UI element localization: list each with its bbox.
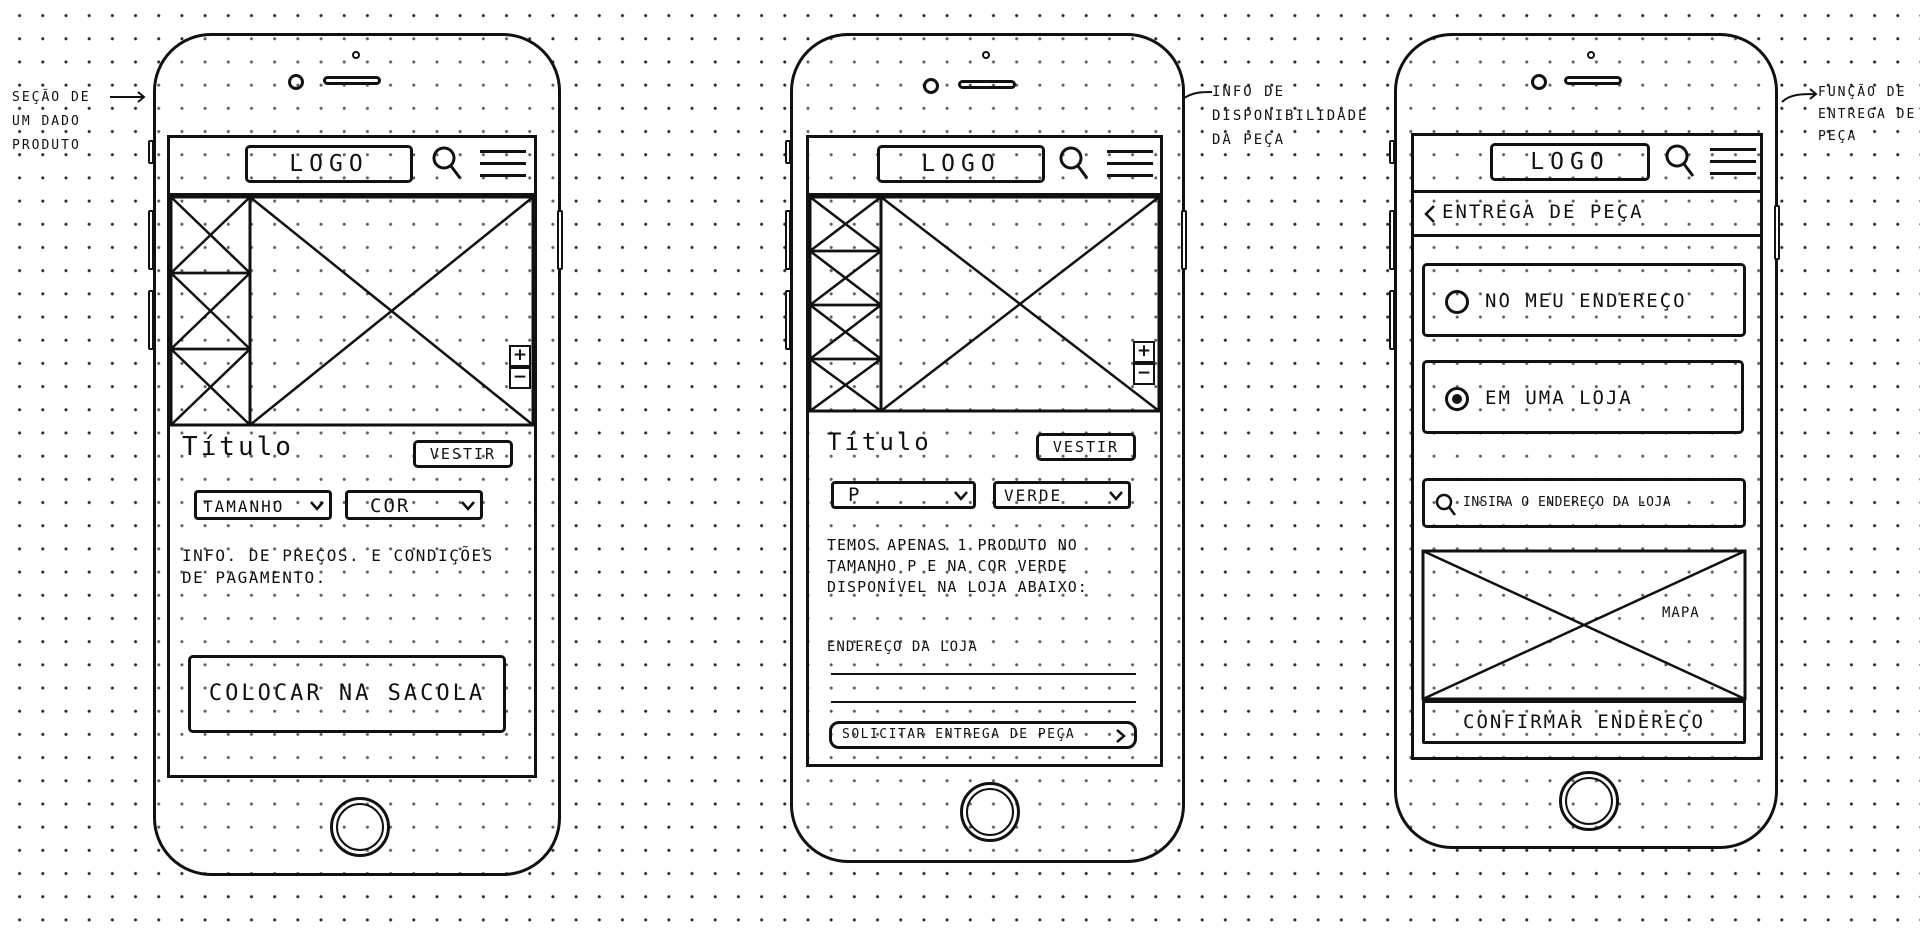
- screen-availability: LOGO + − Título Vestir P Verde Temos ape…: [806, 135, 1163, 767]
- availability-info: Temos apenas 1 produto no tamanho P e na…: [827, 536, 1088, 596]
- app-header: LOGO: [809, 138, 1160, 196]
- color-select[interactable]: Cor: [345, 490, 483, 520]
- color-select-value: Verde: [1004, 486, 1063, 505]
- price-payment-info: Info. de preços. e condições de pagament…: [182, 546, 494, 587]
- side-button: [785, 140, 791, 164]
- hamburger-menu-icon[interactable]: [480, 148, 526, 180]
- home-button[interactable]: [330, 797, 390, 857]
- logo: LOGO: [1490, 143, 1650, 181]
- product-title: Título: [827, 428, 932, 456]
- phone-frame-delivery: [1394, 33, 1778, 849]
- chevron-down-icon: [954, 491, 968, 501]
- request-delivery-label: Solicitar entrega de peça: [842, 727, 1076, 742]
- earpiece-speaker: [1564, 76, 1622, 85]
- store-address-search-input[interactable]: Insira o endereço da loja: [1422, 478, 1746, 528]
- chevron-down-icon: [461, 501, 475, 511]
- page-title: Entrega de peça: [1442, 201, 1644, 223]
- zoom-out-button[interactable]: −: [1133, 363, 1155, 385]
- color-select[interactable]: Verde: [993, 481, 1131, 509]
- hamburger-menu-icon[interactable]: [1107, 148, 1153, 180]
- power-button: [557, 210, 563, 270]
- front-sensor: [1587, 51, 1595, 59]
- power-button: [1181, 210, 1187, 270]
- earpiece-speaker: [958, 80, 1016, 89]
- try-on-button[interactable]: Vestir: [413, 440, 513, 468]
- volume-up-button: [148, 210, 154, 270]
- chevron-right-icon: [1116, 729, 1126, 743]
- option-store-label: Em uma loja: [1485, 387, 1633, 409]
- zoom-in-button[interactable]: +: [509, 345, 531, 367]
- size-select[interactable]: P: [831, 481, 976, 509]
- map-label: Mapa: [1662, 605, 1700, 621]
- annotation-arrow-right: [1781, 88, 1818, 103]
- option-my-address-label: No meu endereço: [1485, 290, 1687, 312]
- confirm-address-button[interactable]: Confirmar endereço: [1422, 700, 1746, 744]
- search-icon[interactable]: [1665, 144, 1695, 178]
- add-to-bag-button[interactable]: Colocar na sacola: [188, 655, 506, 733]
- store-address-label: Endereço da loja: [827, 639, 978, 655]
- logo: LOGO: [245, 145, 413, 183]
- address-line-2: [831, 701, 1136, 703]
- radio-unselected-icon[interactable]: [1445, 290, 1469, 314]
- product-title: Título: [182, 432, 294, 462]
- color-select-value: Cor: [370, 495, 411, 517]
- option-store[interactable]: Em uma loja: [1422, 360, 1744, 434]
- annotation-delivery-function: Função de entrega de peça: [1818, 85, 1917, 144]
- search-placeholder: Insira o endereço da loja: [1463, 495, 1672, 510]
- front-camera: [923, 78, 939, 94]
- app-header: LOGO: [170, 138, 534, 196]
- radio-selected-icon[interactable]: [1445, 387, 1469, 411]
- annotation-arrow-middle: [1183, 91, 1213, 99]
- annotation-availability-info: Info de disponibilidade da peça: [1212, 84, 1369, 148]
- screen-delivery: LOGO Entrega de peça No meu endereço Em …: [1411, 133, 1763, 760]
- search-icon[interactable]: [432, 146, 462, 180]
- product-image-gallery[interactable]: [170, 195, 534, 427]
- annotation-product-section: Seção de um dado produto: [12, 90, 91, 153]
- volume-down-button: [1389, 290, 1395, 350]
- front-camera: [1531, 74, 1547, 90]
- size-select-value: Tamanho: [203, 497, 285, 516]
- app-header: LOGO: [1414, 136, 1760, 193]
- hamburger-menu-icon[interactable]: [1710, 146, 1756, 178]
- chevron-down-icon: [310, 501, 324, 511]
- home-button[interactable]: [960, 782, 1020, 842]
- product-image-gallery[interactable]: [809, 195, 1160, 413]
- front-camera: [288, 74, 304, 90]
- chevron-left-icon[interactable]: [1424, 205, 1436, 223]
- search-icon[interactable]: [1059, 146, 1089, 180]
- zoom-in-button[interactable]: +: [1133, 341, 1155, 363]
- screen-product: LOGO + − Título Vestir Tamanho Cor Info.…: [167, 135, 537, 778]
- side-button: [148, 140, 154, 164]
- side-button: [1389, 140, 1395, 164]
- map-placeholder[interactable]: [1421, 549, 1747, 701]
- volume-up-button: [1389, 210, 1395, 270]
- phone-frame-availability: [790, 33, 1185, 863]
- option-my-address[interactable]: No meu endereço: [1422, 263, 1746, 337]
- front-sensor: [352, 51, 360, 59]
- size-select[interactable]: Tamanho: [194, 490, 332, 520]
- request-delivery-button[interactable]: Solicitar entrega de peça: [829, 721, 1137, 749]
- logo: LOGO: [877, 145, 1045, 183]
- volume-up-button: [785, 210, 791, 270]
- zoom-out-button[interactable]: −: [509, 367, 531, 389]
- annotation-arrow-left: [110, 91, 146, 103]
- power-button: [1774, 205, 1780, 260]
- home-button[interactable]: [1559, 771, 1619, 831]
- size-select-value: P: [848, 484, 862, 506]
- back-navigation-bar[interactable]: Entrega de peça: [1414, 193, 1760, 237]
- earpiece-speaker: [323, 76, 381, 85]
- address-line-1: [831, 673, 1136, 675]
- volume-down-button: [148, 290, 154, 350]
- front-sensor: [982, 51, 990, 59]
- try-on-button[interactable]: Vestir: [1036, 433, 1136, 461]
- phone-frame-product: [153, 33, 561, 876]
- volume-down-button: [785, 290, 791, 350]
- search-icon: [1435, 493, 1456, 516]
- chevron-down-icon: [1109, 491, 1123, 501]
